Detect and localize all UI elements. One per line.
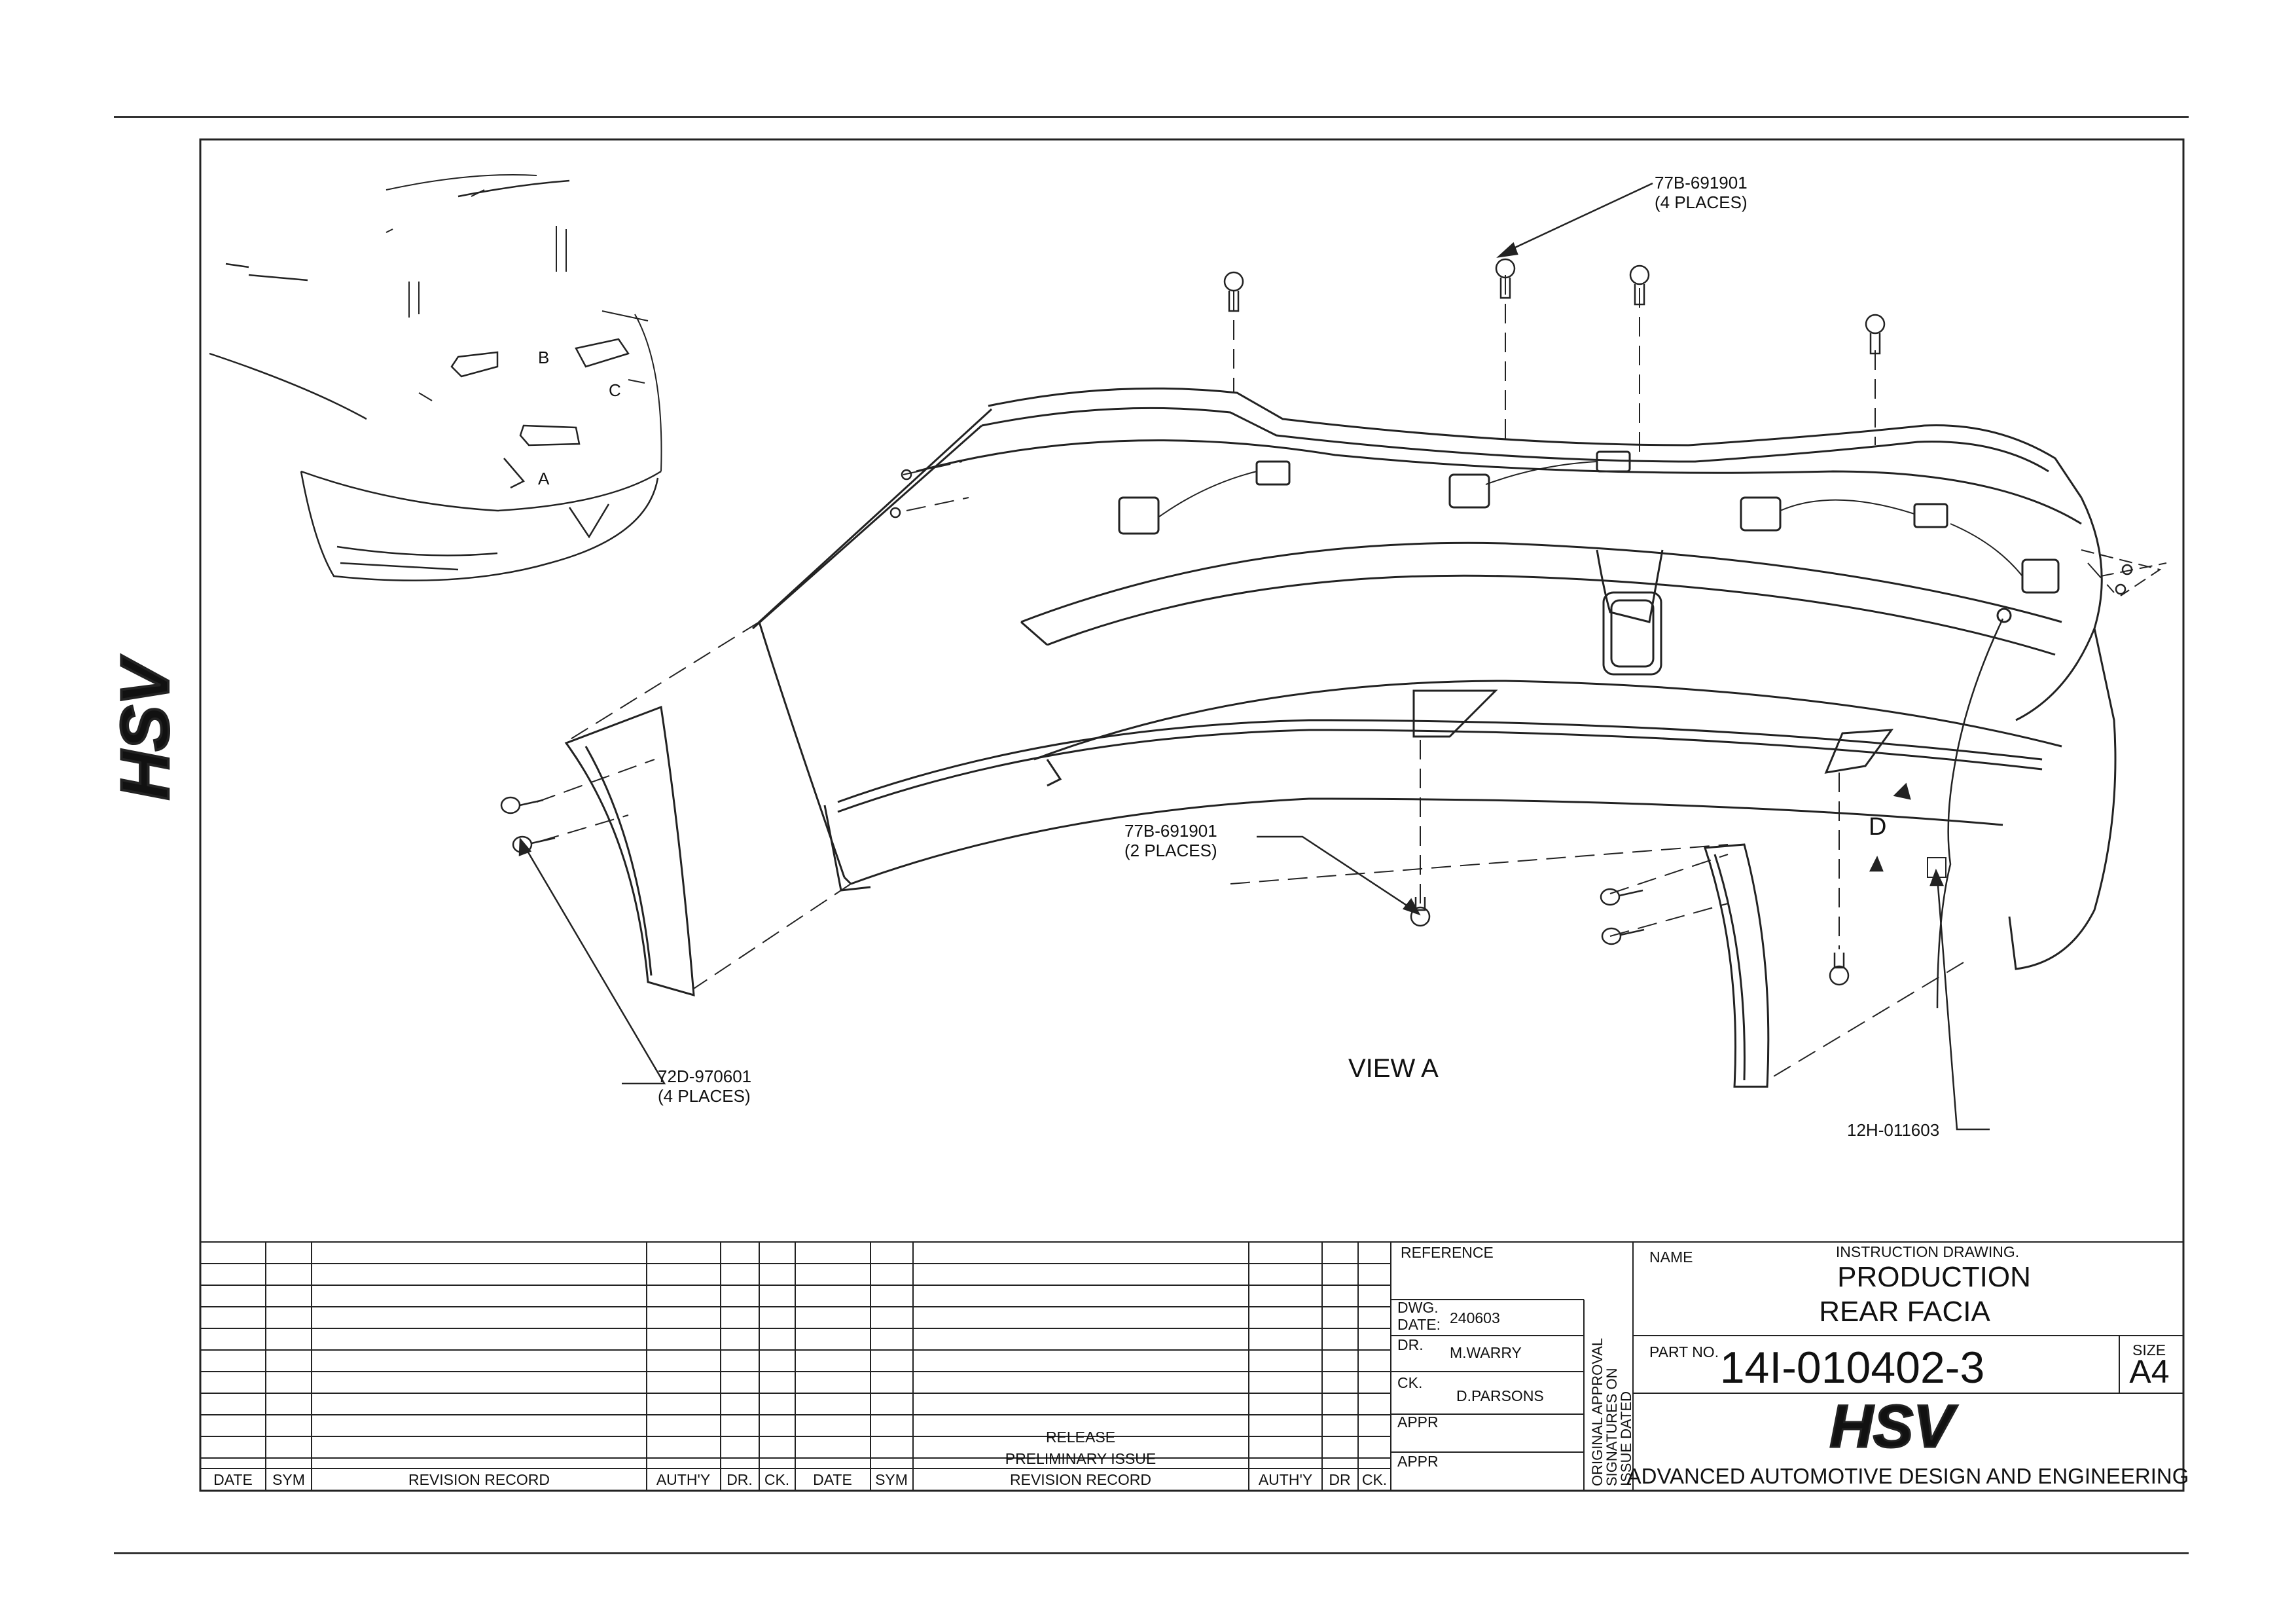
screws (500, 469, 2133, 945)
sensor-4 (2021, 558, 2060, 594)
label-b: B (538, 348, 549, 367)
sensor-2 (1448, 473, 1490, 509)
dwg-date-value: 240603 (1450, 1309, 1500, 1326)
rev-col-auth: AUTH'Y (656, 1471, 710, 1488)
title-line-1: PRODUCTION (1837, 1261, 2031, 1293)
inset-bumper-top (300, 470, 662, 512)
bumper-top-rim (988, 387, 2083, 498)
lower-tab-1 (1412, 689, 1498, 738)
side-logo: HSV (106, 653, 185, 801)
rear-bumper (500, 258, 2167, 1088)
left-end-cap (564, 705, 695, 997)
arrow-a (519, 424, 581, 447)
size-value: A4 (2129, 1353, 2169, 1390)
arrow-c (575, 338, 630, 368)
rev-col-sym: SYM (272, 1471, 305, 1488)
dwg-date-label-2: DATE: (1397, 1316, 1441, 1333)
rev-col-auth-2: AUTH'Y (1259, 1471, 1312, 1488)
bumper-inner-ridge (1020, 541, 2062, 623)
rev-col-dr-2: DR (1329, 1471, 1350, 1488)
inset-roofline (209, 352, 367, 420)
rev-col-record-2: REVISION RECORD (1010, 1471, 1151, 1488)
rev-entry-release: RELEASE (1046, 1429, 1115, 1446)
bottom-rule (114, 1552, 2189, 1554)
appr-label-2: APPR (1397, 1453, 1439, 1470)
bumper-plate-recess (1596, 549, 1664, 623)
approval-note: ORIGINAL APPROVAL SIGNATURES ON ISSUE DA… (1589, 1338, 1634, 1486)
view-label: VIEW A (1348, 1054, 1439, 1083)
bumper-left-end (758, 408, 993, 878)
arrow-b (450, 351, 499, 378)
approval-note-1: ORIGINAL APPROVAL (1589, 1338, 1605, 1486)
label-d: D (1869, 813, 1886, 841)
rev-col-date: DATE (213, 1471, 253, 1488)
inset-bumper-body (300, 471, 659, 581)
part-no: 14I-010402-3 (1720, 1343, 1985, 1393)
sensor-1 (1118, 496, 1160, 535)
callout-top-qty: (4 PLACES) (1655, 192, 1748, 212)
callout-top-part: 77B-691901 (1655, 173, 1748, 192)
dwg-date-label: DWG. (1397, 1299, 1439, 1316)
callout-mid-part: 77B-691901 (1124, 821, 1217, 841)
top-rule (114, 116, 2189, 118)
side-logo-text: HSV (107, 655, 183, 799)
part-no-label: PART NO. (1649, 1343, 1719, 1360)
sensor-3 (1740, 496, 1782, 532)
leader-left (522, 844, 666, 1085)
drawing-frame (199, 138, 2185, 1492)
dr-label: DR. (1397, 1336, 1424, 1353)
rev-col-ck: CK. (764, 1471, 789, 1488)
company-name: ADVANCED AUTOMOTIVE DESIGN AND ENGINEERI… (1627, 1464, 2189, 1488)
drawn-by: M.WARRY (1450, 1344, 1522, 1361)
leader-right (1936, 877, 1990, 1131)
revision-table (200, 1241, 1391, 1491)
title-block-text: REFERENCE DWG. DATE: 240603 DR. M.WARRY … (1397, 1243, 2189, 1488)
approval-note-3: ISSUE DATED (1618, 1391, 1634, 1486)
size-label: SIZE (2132, 1341, 2166, 1359)
rev-col-sym-2: SYM (875, 1471, 908, 1488)
callout-left-part: 72D-970601 (658, 1067, 751, 1086)
rev-col-date-2: DATE (813, 1471, 852, 1488)
callout-mid-qty: (2 PLACES) (1124, 841, 1217, 860)
callout-left-qty: (4 PLACES) (658, 1086, 751, 1106)
reference-label: REFERENCE (1401, 1244, 1494, 1261)
right-end-cap (1703, 843, 1770, 1088)
checked-by: D.PARSONS (1456, 1387, 1544, 1404)
rev-col-dr: DR. (726, 1471, 753, 1488)
lower-tab-2 (1824, 729, 1894, 774)
label-a: A (538, 469, 550, 488)
leader-top (1505, 182, 1653, 253)
rev-col-record: REVISION RECORD (408, 1471, 550, 1488)
appr-label-1: APPR (1397, 1413, 1439, 1431)
name-label: NAME (1649, 1249, 1693, 1266)
rev-col-ck-2: CK. (1362, 1471, 1387, 1488)
label-c: C (609, 380, 621, 400)
callout-right-part: 12H-011603 (1847, 1120, 1939, 1140)
leader-mid (1257, 835, 1414, 911)
approval-note-2: SIGNATURES ON (1604, 1368, 1620, 1486)
drawing-type: INSTRUCTION DRAWING. (1836, 1243, 2019, 1260)
title-line-2: REAR FACIA (1819, 1296, 1990, 1328)
rev-entry-preliminary: PRELIMINARY ISSUE (1005, 1450, 1157, 1467)
vehicle-inset (209, 173, 662, 581)
ck-label: CK. (1397, 1374, 1422, 1391)
wire-harness (1936, 618, 2004, 1009)
revision-headers: DATE SYM REVISION RECORD AUTH'Y DR. CK. … (213, 1429, 1387, 1488)
company-logo: HSV (1829, 1393, 1958, 1460)
push-clips (1223, 258, 1886, 986)
title-block (200, 1241, 2183, 1491)
leader-lines (518, 182, 1990, 1131)
